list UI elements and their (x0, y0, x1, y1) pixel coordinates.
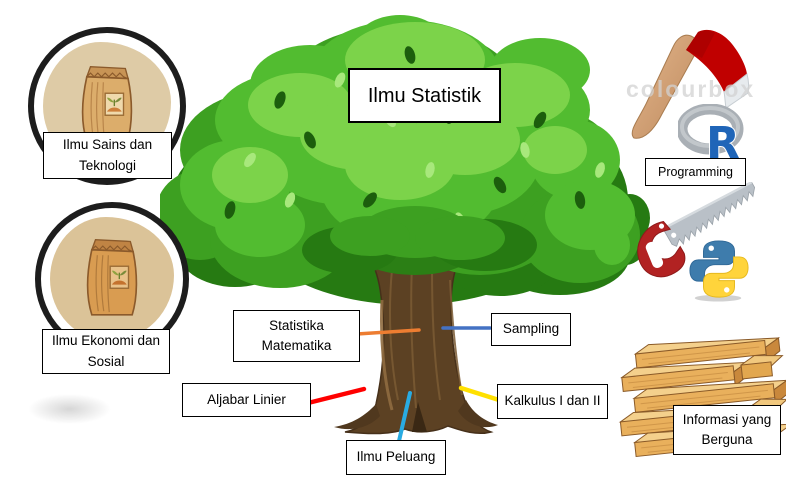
label-programming: Programming (645, 158, 746, 186)
label-line: Teknologi (78, 157, 137, 173)
label-line: Sampling (502, 321, 560, 337)
label-informasi-berguna: Informasi yang Berguna (673, 405, 781, 455)
label-kalkulus: Kalkulus I dan II (497, 384, 608, 419)
label-line: Statistika (269, 317, 324, 333)
label-line: Informasi yang (682, 411, 772, 427)
watermark-text: colourbox (626, 76, 756, 102)
crown-fringe (302, 206, 537, 275)
tree-trunk (334, 245, 498, 435)
label-line: Sosial (87, 353, 125, 369)
plank (620, 361, 749, 393)
badge-shadow (12, 388, 127, 430)
plank (739, 355, 784, 380)
python-logo (689, 240, 749, 302)
axe-icon (631, 29, 750, 139)
label-ilmu-sains-teknologi: Ilmu Sains dan Teknologi (43, 132, 172, 179)
title-box: Ilmu Statistik (348, 68, 501, 123)
seed-bag-icon (86, 238, 138, 316)
diagram-title: Ilmu Statistik (367, 84, 482, 107)
label-line: Kalkulus I dan II (504, 393, 601, 409)
saw-icon (637, 182, 756, 278)
label-line: Ilmu Peluang (356, 449, 436, 465)
label-line: Programming (657, 164, 734, 179)
label-ilmu-peluang: Ilmu Peluang (346, 440, 446, 475)
label-line: Berguna (701, 432, 753, 447)
tree-illustration (160, 15, 650, 435)
label-line: Aljabar Linier (207, 391, 286, 407)
label-ilmu-ekonomi-sosial: Ilmu Ekonomi dan Sosial (42, 329, 170, 374)
label-aljabar-linier: Aljabar Linier (182, 383, 311, 417)
label-sampling: Sampling (491, 313, 571, 346)
label-line: Matematika (261, 338, 332, 353)
label-line: Ilmu Ekonomi dan (51, 333, 161, 349)
plank (632, 379, 786, 413)
label-line: Ilmu Sains dan (62, 137, 153, 153)
r-logo: R (678, 104, 744, 162)
svg-text:R: R (706, 118, 740, 162)
label-statistika-matematika: Statistika Matematika (233, 310, 360, 362)
